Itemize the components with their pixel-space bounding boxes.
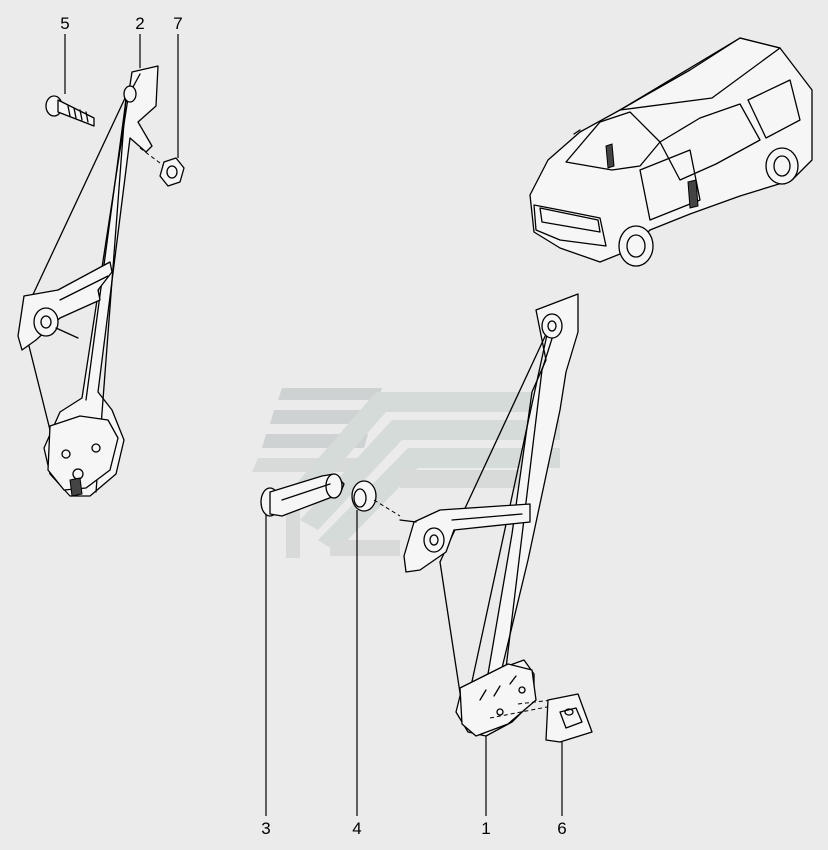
- callout-3: 3: [261, 819, 270, 838]
- spacer-part: [351, 480, 401, 517]
- callout-6: 6: [557, 819, 566, 838]
- callout-1: 1: [481, 819, 490, 838]
- callout-7: 7: [173, 14, 182, 33]
- callout-2: 2: [135, 14, 144, 33]
- regulator-assembly-left: [17, 65, 159, 497]
- clip-nut-part: [545, 693, 593, 743]
- vehicle-illustration: [529, 37, 813, 267]
- regulator-assembly-right: [399, 293, 579, 737]
- nut-part: [139, 147, 185, 187]
- callout-5: 5: [60, 14, 69, 33]
- window-handle-part: [260, 473, 345, 517]
- bolt-part: [45, 95, 95, 127]
- callout-4: 4: [352, 819, 361, 838]
- leader-lines: [64, 34, 563, 816]
